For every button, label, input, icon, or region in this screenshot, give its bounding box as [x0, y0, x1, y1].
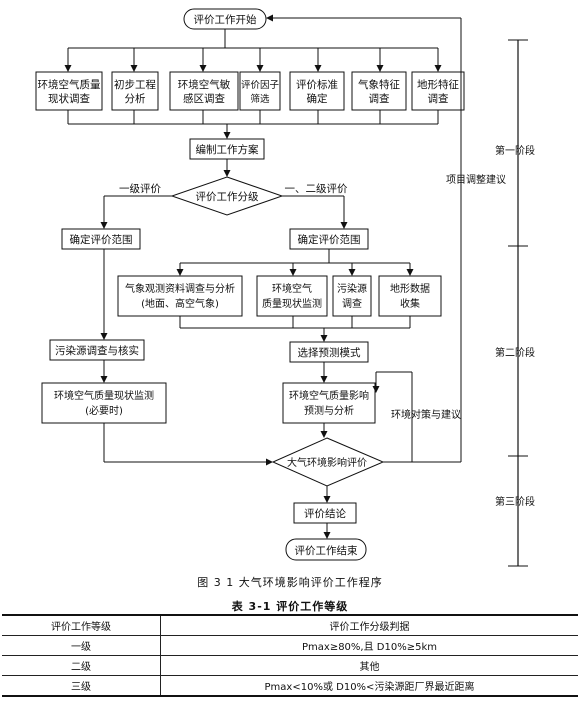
table-header-row: 评价工作等级 评价工作分级判据	[2, 614, 578, 636]
table-cell-grade: 一级	[2, 635, 161, 656]
predict-label-2: 预测与分析	[304, 404, 354, 417]
model-select-box	[289, 341, 369, 363]
predict-box	[282, 382, 376, 424]
source-check-label: 污染源调查与核实	[55, 344, 139, 357]
source-check-box	[49, 339, 145, 361]
meteo-box	[351, 71, 407, 111]
source-box	[332, 275, 372, 317]
scope-left-box	[61, 228, 141, 250]
scope-left-label: 确定评价范围	[70, 233, 133, 246]
predict-label-1: 环境空气质量影响	[289, 389, 369, 402]
stage-3-label: 第三阶段	[495, 495, 535, 508]
survey-air-box	[35, 71, 103, 111]
table-cell-criteria: Pmax<10%或 D10%<污染源距厂界最近距离	[160, 675, 578, 697]
level1-label: 一级评价	[119, 183, 161, 195]
sensitive-box	[169, 71, 239, 111]
meteo-label-1: 气象特征	[358, 78, 400, 91]
terrain-data-label-2: 收集	[400, 297, 420, 310]
terrain-box	[411, 71, 465, 111]
prelim-label-1: 初步工程	[114, 78, 156, 91]
table-row: 三级 Pmax<10%或 D10%<污染源距厂界最近距离	[2, 675, 578, 697]
table-row: 二级 其他	[2, 655, 578, 676]
end-node	[285, 538, 367, 561]
monitor-label-1: 环境空气	[272, 282, 312, 295]
factor-label-2: 筛选	[250, 93, 270, 105]
table-cell-criteria: Pmax≥80%,且 D10%≥5km	[160, 635, 578, 656]
conclusion-box	[293, 502, 357, 524]
monitor-left-label-1: 环境空气质量现状监测	[54, 389, 154, 402]
monitor-left-box	[41, 382, 167, 424]
table-cell-criteria: 其他	[160, 655, 578, 676]
terrain-data-label-1: 地形数据	[390, 282, 430, 295]
prelim-box	[111, 71, 159, 111]
table-cell-grade: 二级	[2, 655, 161, 676]
end-label: 评价工作结束	[295, 544, 358, 557]
monitor-left-label-2: (必要时)	[85, 404, 123, 417]
plan-label: 编制工作方案	[196, 143, 259, 156]
grade-table: 评价工作等级 评价工作分级判据 一级 Pmax≥80%,且 D10%≥5km 二…	[2, 614, 578, 697]
standard-box	[289, 71, 345, 111]
figure-caption: 图 3 1 大气环境影响评价工作程序	[197, 576, 383, 589]
table-cell-grade: 三级	[2, 675, 161, 697]
table-caption: 表 3-1 评价工作等级	[231, 600, 349, 613]
meteo-label-2: 调查	[369, 92, 390, 105]
start-label: 评价工作开始	[194, 13, 257, 26]
factor-label-1: 评价因子	[241, 80, 280, 91]
assess-label: 大气环境影响评价	[287, 456, 367, 469]
terrain-label-2: 调查	[428, 92, 449, 105]
table-header-criteria: 评价工作分级判据	[160, 614, 578, 636]
table-header-grade: 评价工作等级	[2, 614, 161, 636]
source-label-1: 污染源	[337, 282, 367, 295]
sensitive-label-1: 环境空气敏	[178, 78, 231, 91]
adjust-label: 项目调整建议	[446, 173, 506, 186]
stage-1-label: 第一阶段	[495, 144, 535, 157]
table-row: 一级 Pmax≥80%,且 D10%≥5km	[2, 635, 578, 656]
monitor-label-2: 质量现状监测	[262, 297, 322, 310]
standard-label-1: 评价标准	[296, 79, 338, 91]
survey-air-label-1: 环境空气质量	[38, 78, 101, 91]
model-select-label: 选择预测模式	[298, 346, 361, 359]
workflow-diagram: 评价工作开始 环境空气质量 现状调查 初步工程 分析 环境空气敏 感区调查 评价…	[35, 8, 535, 567]
scope-right-label: 确定评价范围	[298, 233, 361, 246]
terrain-data-box	[378, 275, 442, 317]
meteo-obs-label-2: (地面、高空气象)	[141, 297, 219, 310]
sensitive-label-2: 感区调查	[183, 92, 225, 105]
stage-2-label: 第二阶段	[495, 346, 535, 359]
meteo-obs-box	[117, 275, 243, 317]
factor-box	[239, 71, 281, 111]
meteo-obs-label-1: 气象观测资料调查与分析	[125, 282, 235, 295]
source-label-2: 调查	[342, 297, 362, 310]
grade-diamond	[170, 176, 284, 216]
conclusion-label: 评价结论	[304, 507, 346, 520]
grade-label: 评价工作分级	[196, 191, 259, 203]
survey-air-label-2: 现状调查	[48, 92, 90, 105]
terrain-label-1: 地形特征	[417, 78, 459, 91]
standard-label-2: 确定	[307, 92, 328, 105]
level23-label: 一、二级评价	[285, 183, 348, 195]
countermeasure-label: 环境对策与建议	[391, 408, 461, 421]
prelim-label-2: 分析	[125, 92, 146, 105]
monitor-box	[256, 275, 328, 317]
